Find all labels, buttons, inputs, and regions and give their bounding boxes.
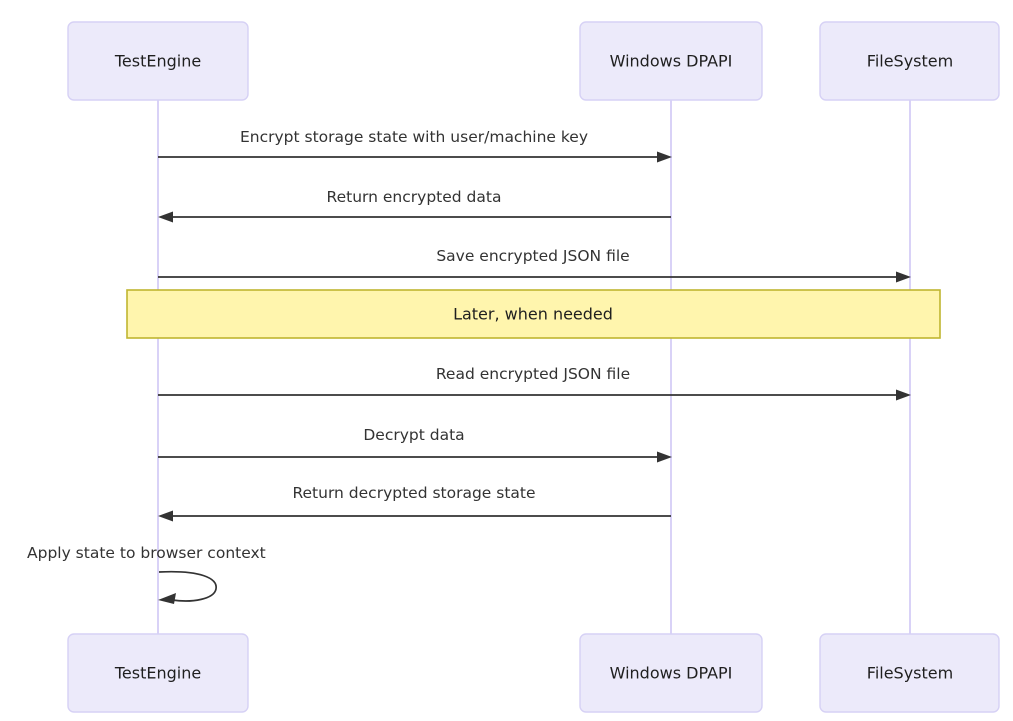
message-encrypt-storage-state[interactable]: Encrypt storage state with user/machine … [158,128,672,163]
arrow-head-icon [158,211,173,223]
participant-box[interactable] [819,633,1000,713]
participant-label: Windows DPAPI [610,664,733,683]
participant-label: FileSystem [867,52,953,71]
arrow-head-icon [657,451,672,463]
participant-box[interactable] [579,21,763,101]
message-label: Save encrypted JSON file [436,247,629,265]
participant-label: TestEngine [114,52,201,71]
arrow-head-icon [896,389,911,401]
participant-box[interactable] [67,633,249,713]
message-label: Decrypt data [363,426,464,444]
message-decrypt-data[interactable]: Decrypt data [158,426,672,463]
note-label: Later, when needed [453,305,613,324]
arrow-head-icon [657,151,672,163]
participant-label: TestEngine [114,664,201,683]
message-return-encrypted-data[interactable]: Return encrypted data [158,188,671,223]
message-label: Return encrypted data [327,188,502,206]
message-label: Read encrypted JSON file [436,365,630,383]
participants-bottom-group: TestEngine Windows DPAPI FileSystem [67,633,1000,713]
participant-bottom-testengine[interactable]: TestEngine [67,633,249,713]
message-return-decrypted-storage-state[interactable]: Return decrypted storage state [158,484,671,522]
participant-top-testengine[interactable]: TestEngine [67,21,249,101]
participant-top-windows-dpapi[interactable]: Windows DPAPI [579,21,763,101]
lifelines-group [157,100,911,634]
participant-box[interactable] [819,21,1000,101]
participant-label: FileSystem [867,664,953,683]
note-box [126,289,941,339]
message-save-encrypted-json-file[interactable]: Save encrypted JSON file [158,247,911,283]
message-label: Return decrypted storage state [292,484,535,502]
arrow-head-icon [158,593,176,604]
message-label: Apply state to browser context [27,544,266,562]
message-read-encrypted-json-file[interactable]: Read encrypted JSON file [158,365,911,401]
participants-top-group: TestEngine Windows DPAPI FileSystem [67,21,1000,101]
participant-bottom-windows-dpapi[interactable]: Windows DPAPI [579,633,763,713]
participant-box[interactable] [67,21,249,101]
participant-label: Windows DPAPI [610,52,733,71]
participant-bottom-filesystem[interactable]: FileSystem [819,633,1000,713]
arrow-head-icon [158,510,173,522]
message-self-loop [158,570,217,602]
note-later-when-needed: Later, when needed [126,289,941,339]
message-apply-state-to-browser-context[interactable]: Apply state to browser context [27,544,266,604]
participant-top-filesystem[interactable]: FileSystem [819,21,1000,101]
message-label: Encrypt storage state with user/machine … [240,128,588,146]
participant-box[interactable] [579,633,763,713]
arrow-head-icon [896,271,911,283]
